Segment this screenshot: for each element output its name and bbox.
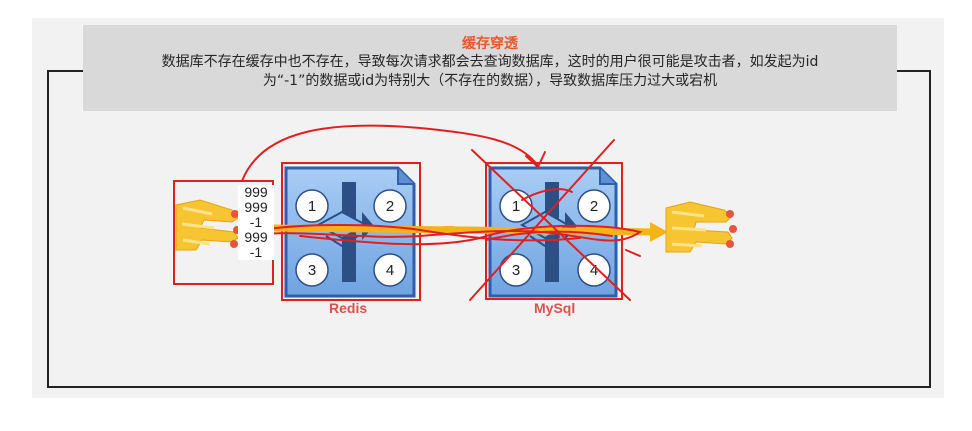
quadrant-circle [577,189,611,223]
mysql-label: MySql [534,300,576,316]
quadrant-circle [373,253,407,287]
quadrant-circle [295,189,329,223]
request-id: 999 [244,184,268,200]
handwritten-annotations [241,124,643,301]
header-description-line-2: 为“-1”的数据或id为特别大（不存在的数据），导致数据库压力过大或宕机 [262,73,718,89]
hand-pointer-icon-left [175,199,241,251]
request-id-stack: 999 999 -1 999 -1 [238,185,274,260]
request-id: -1 [249,214,263,230]
header-title: 缓存穿透 [462,36,518,52]
header-description-line-1: 数据库不存在缓存中也不存在，导致每次请求都会去查询数据库，这时的用户很可能是攻击… [161,54,819,70]
quadrant-number: 3 [308,262,316,279]
request-id: 999 [244,229,268,245]
request-id: 999 [244,199,268,215]
frame-top-right-line [897,70,931,72]
quadrant-circle [373,189,407,223]
mysql-quadrants: 1 2 3 4 [499,189,611,287]
request-id: -1 [249,244,263,260]
quadrant-circle [295,253,329,287]
quadrant-number: 4 [590,262,598,279]
quadrant-number: 3 [512,262,520,279]
redis-quadrants: 1 2 3 4 [295,189,407,287]
quadrant-circle [499,253,533,287]
quadrant-number: 1 [512,198,520,215]
frame-top-left-line [47,70,83,72]
hand-pointer-icon-right [665,201,737,253]
quadrant-number: 2 [386,198,394,215]
quadrant-number: 1 [308,198,316,215]
request-flow-arrow [271,222,668,242]
redis-label: Redis [329,300,368,316]
quadrant-number: 4 [386,262,394,279]
diagram-frame [47,70,931,388]
quadrant-circle [577,253,611,287]
quadrant-number: 2 [590,198,598,215]
header-box: 缓存穿透 数据库不存在缓存中也不存在，导致每次请求都会去查询数据库，这时的用户很… [83,25,897,111]
